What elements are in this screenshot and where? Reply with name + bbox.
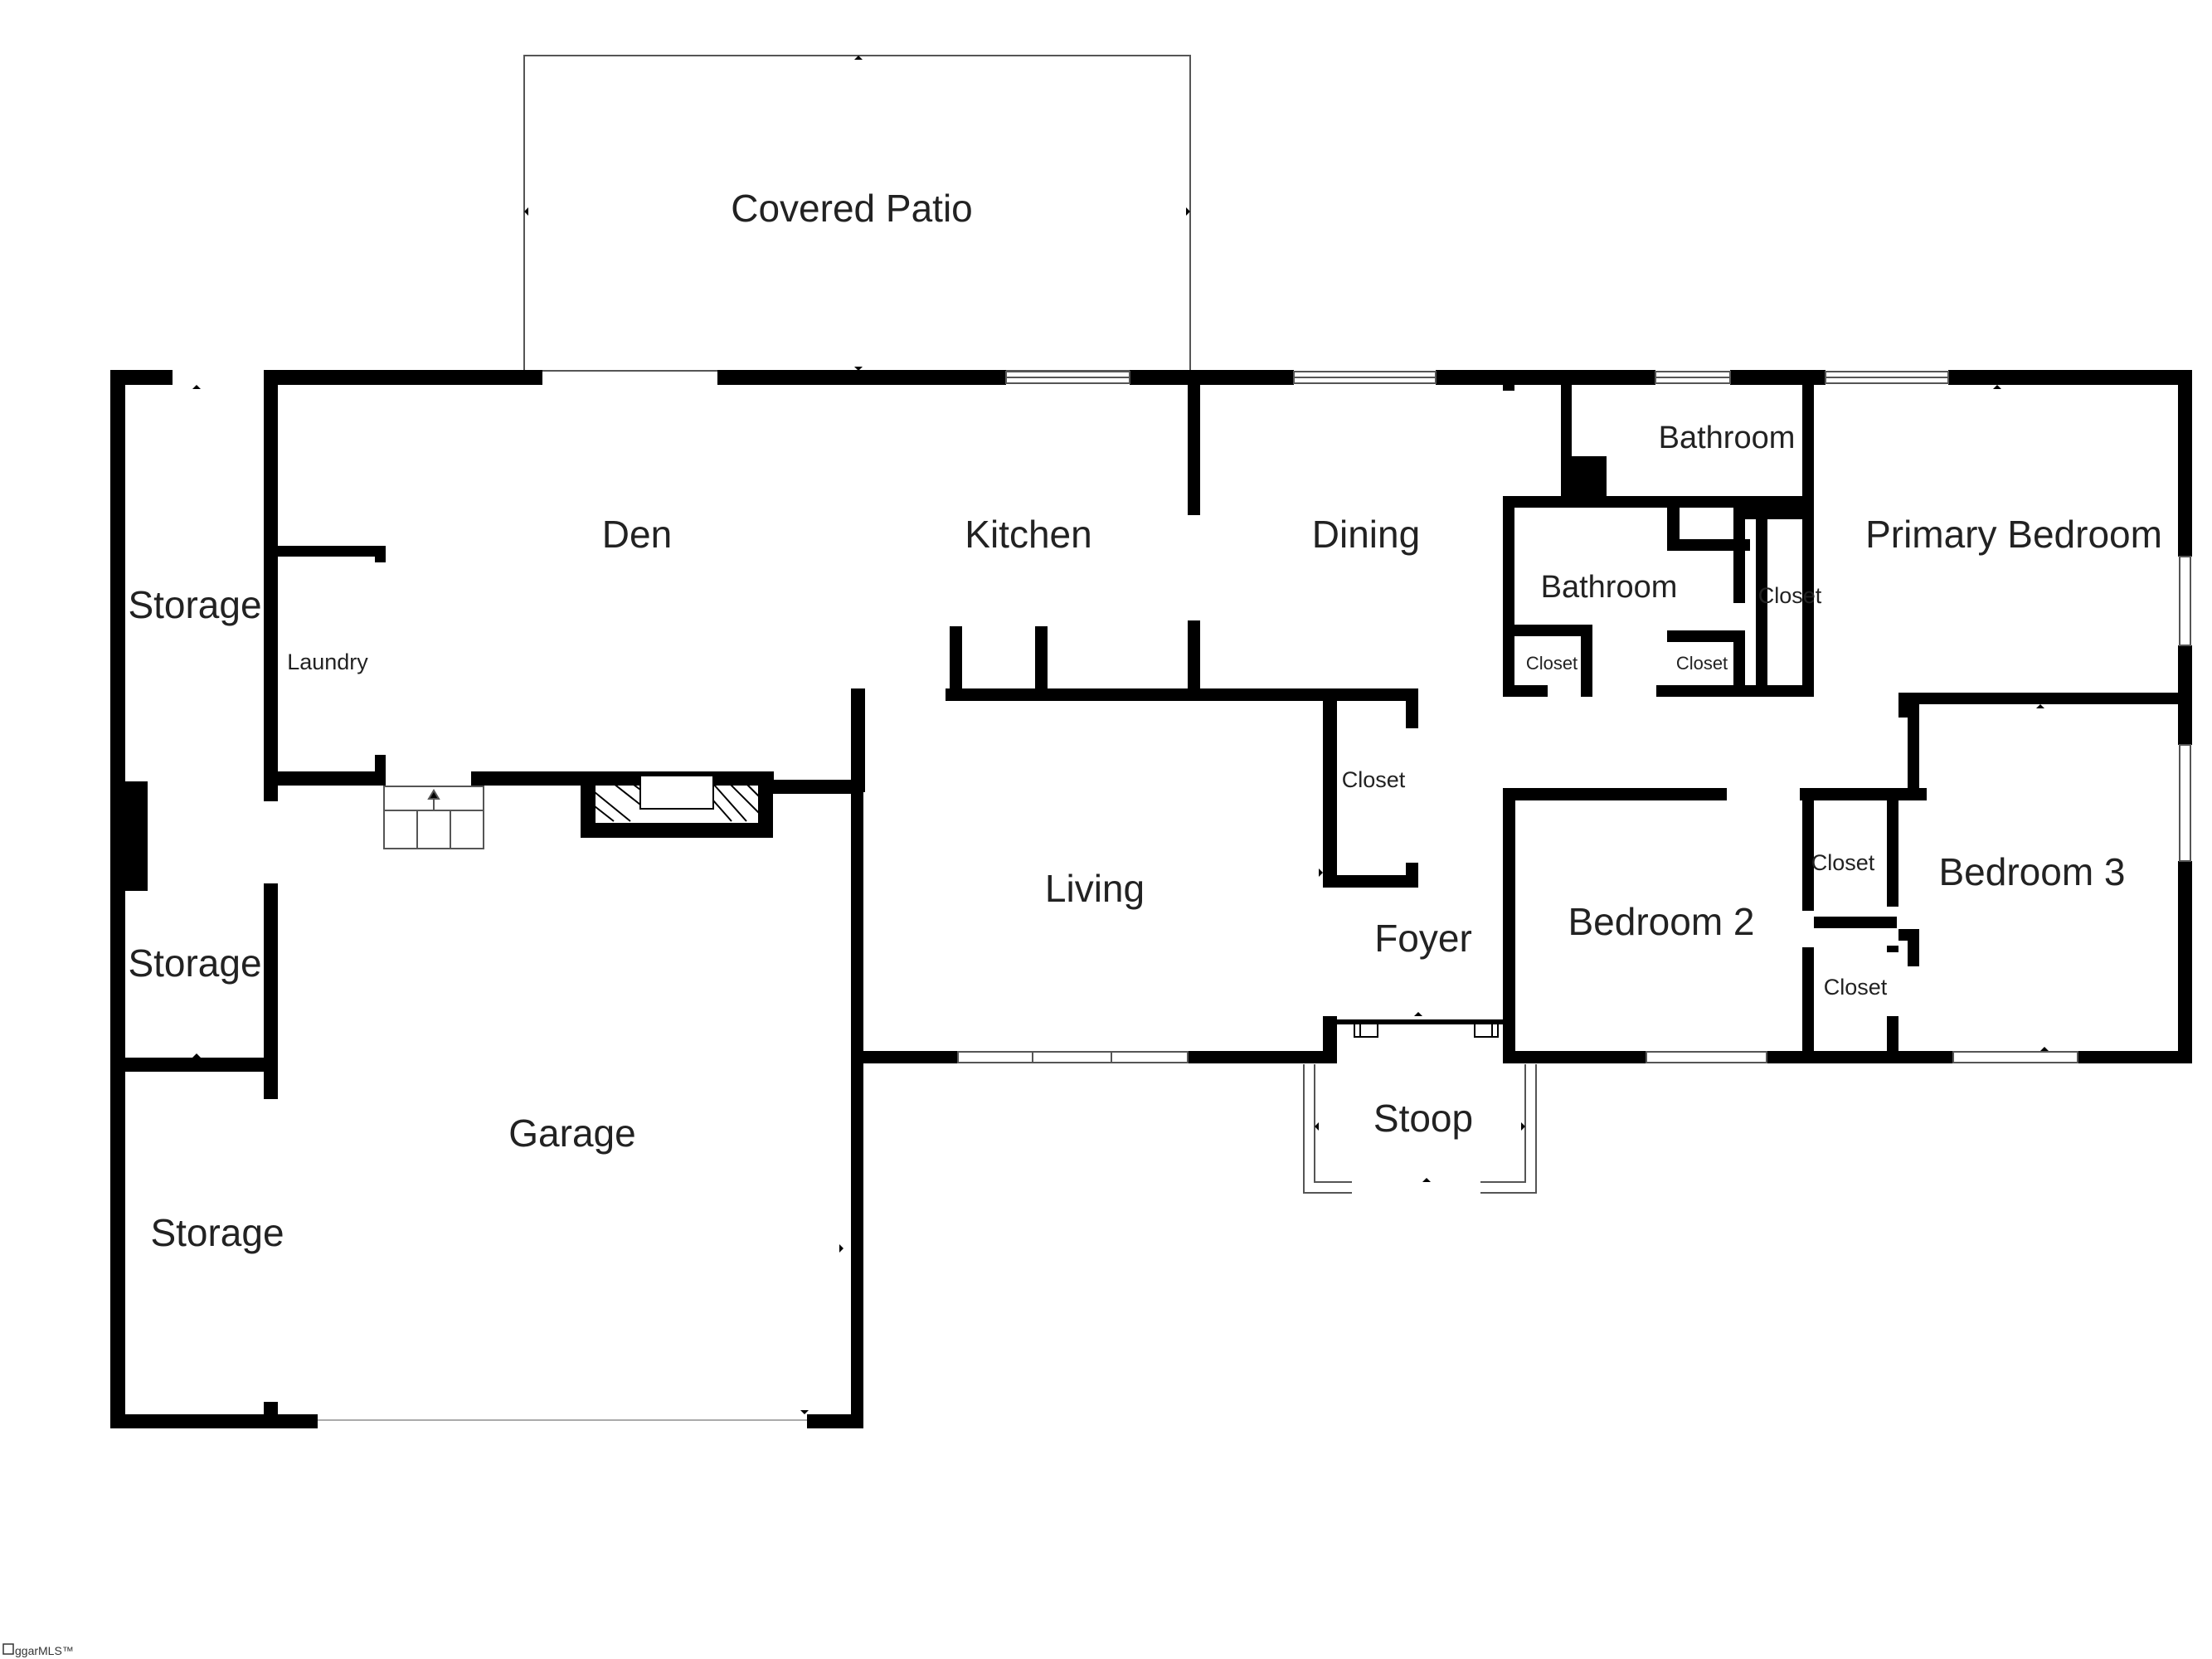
house-icon [2,1643,14,1655]
room-label-laundry: Laundry [287,649,368,674]
room-label-foyer: Foyer [1374,917,1472,960]
room-label-dining: Dining [1312,513,1420,556]
garage-steps [383,786,484,849]
room-label-bedroom-3: Bedroom 3 [1938,850,2125,893]
room-label-closet-bed2: Closet [1811,850,1875,875]
walls [110,370,2192,1428]
room-label-closet-foyer: Closet [1342,767,1406,792]
stoop-outline [1303,1064,1537,1194]
windows [957,371,2191,1063]
room-label-stoop: Stoop [1373,1097,1473,1140]
room-label-bathroom-top: Bathroom [1659,421,1796,455]
room-label-bathroom-middle: Bathroom [1541,570,1678,605]
room-label-garage: Garage [508,1112,635,1155]
room-label-storage-middle: Storage [128,941,261,985]
room-label-kitchen: Kitchen [965,513,1091,556]
room-label-living: Living [1045,867,1145,910]
mls-watermark: ggarMLS™ [2,1643,74,1657]
room-label-bedroom-2: Bedroom 2 [1568,900,1754,943]
room-label-closet-bed3: Closet [1824,975,1888,1000]
fireplace [594,775,760,825]
room-label-storage-lower: Storage [150,1211,284,1254]
room-label-closet-bath-right: Closet [1758,583,1822,608]
room-label-storage-upper: Storage [128,583,261,626]
room-label-closet-bath-left: Closet [1526,653,1578,674]
room-label-den: Den [602,513,672,556]
room-label-covered-patio: Covered Patio [731,187,973,230]
watermark-text: ggarMLS™ [15,1644,74,1657]
room-label-closet-bath-mid: Closet [1676,653,1728,674]
dimension-markers [192,56,2049,1414]
room-label-primary-bedroom: Primary Bedroom [1865,513,2162,556]
front-entry [1337,1019,1503,1038]
